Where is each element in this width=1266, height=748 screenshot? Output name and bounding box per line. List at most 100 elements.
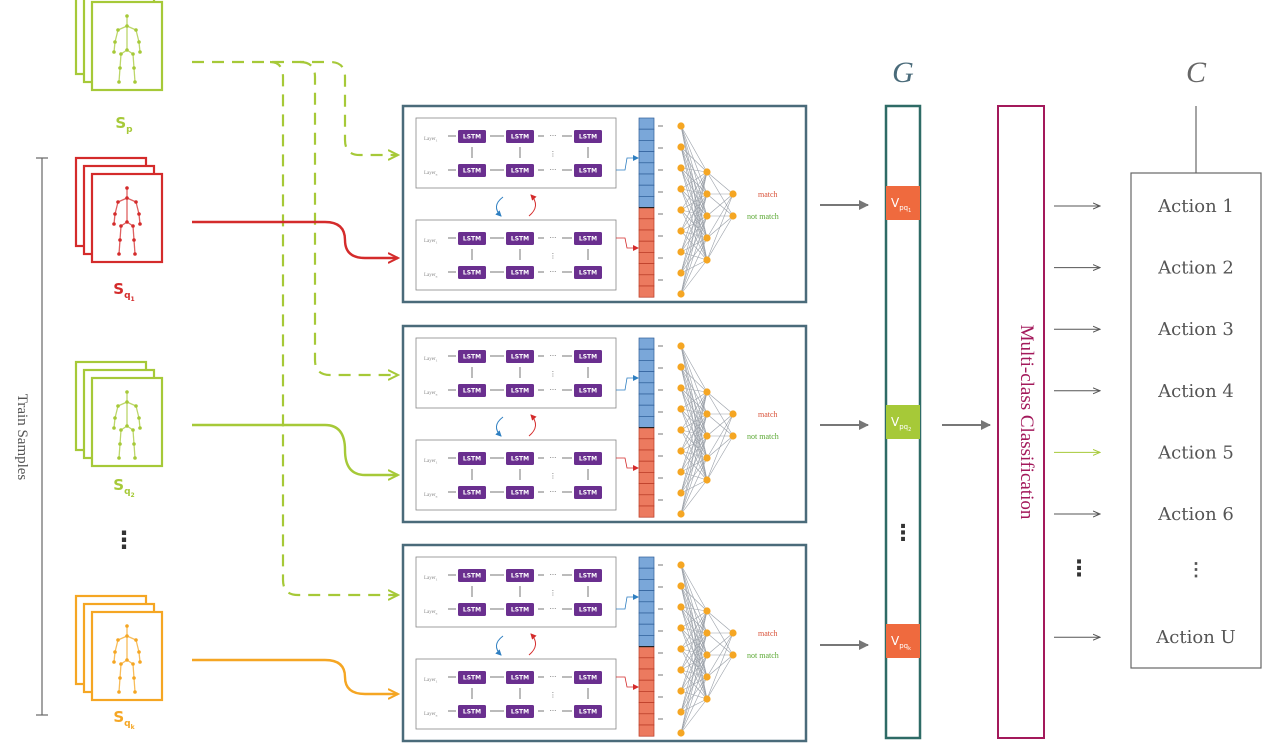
classifier-label: Multi-class Classification (1016, 325, 1037, 520)
stack-sp: Sp (74, 0, 164, 135)
mlp-node (677, 468, 685, 476)
lstm-cell (506, 486, 534, 499)
v-tag-k: Vpqk (886, 624, 920, 658)
classifier-to-action-arrows: ⋮ (1054, 206, 1100, 637)
lstm-cell (574, 266, 602, 279)
layer-label: Layern (424, 610, 438, 616)
vector-cell-red (638, 668, 655, 681)
lstm-cell (574, 452, 602, 465)
vector-cell-blue (638, 590, 655, 603)
svg-text:⋮: ⋮ (550, 472, 557, 480)
sqk-to-net3 (192, 658, 398, 694)
mlp-node (703, 673, 711, 681)
layer-label: Layern (424, 273, 438, 279)
vector-cell-red (638, 505, 655, 518)
mlp-node (703, 234, 711, 242)
vector-cell-blue (638, 382, 655, 395)
lstm-encoder (415, 117, 617, 189)
c-title: C (1186, 56, 1207, 89)
stack-sqk-label: Sqk (113, 708, 135, 731)
mlp-node (677, 687, 685, 695)
lstm-label: LSTM (579, 490, 597, 497)
lstm-encoder (415, 556, 617, 628)
mlp-node (729, 212, 737, 220)
mlp-node (677, 624, 685, 632)
lstm-label: LSTM (511, 456, 529, 463)
vector-cell-red (638, 285, 655, 298)
vector-cell-blue (638, 416, 655, 428)
vector-cell-red (638, 460, 655, 473)
mlp-node (703, 695, 711, 703)
mlp-node (703, 476, 711, 484)
lstm-cell (506, 452, 534, 465)
match-label: match (758, 190, 778, 199)
mlp-node (677, 227, 685, 235)
lstm-cell (574, 130, 602, 143)
mlp-node (703, 212, 711, 220)
lstm-cell (574, 232, 602, 245)
stack-sq1: Sq1 (74, 156, 164, 303)
lstm-label: LSTM (511, 709, 529, 716)
mlp-node (677, 729, 685, 737)
lstm-encoder (415, 219, 617, 291)
svg-text:···: ··· (550, 166, 557, 174)
lstm-cell (506, 569, 534, 582)
mlp-node (703, 388, 711, 396)
action-ellipsis: ⋮ (1187, 560, 1205, 581)
not-match-label: not match (747, 651, 779, 660)
mlp-node (677, 603, 685, 611)
mlp-node (677, 426, 685, 434)
lstm-label: LSTM (463, 675, 481, 682)
lstm-label: LSTM (579, 607, 597, 614)
mlp-node (677, 185, 685, 193)
vector-cell-red (638, 427, 655, 440)
vector-cell-red (638, 240, 655, 253)
vector-cell-blue (638, 196, 655, 208)
vector-cell-red (638, 702, 655, 715)
vector-cell-blue (638, 184, 655, 197)
mlp-node (729, 651, 737, 659)
layer-label: Layern (424, 391, 438, 397)
vector-cell-blue (638, 151, 655, 164)
mlp-node (677, 290, 685, 298)
svg-text:⋮: ⋮ (550, 589, 557, 597)
vector-cell-blue (638, 556, 655, 569)
g-column: G Vpq1 Vpq2 ⋮ Vpqk (884, 56, 922, 740)
mlp-node (703, 190, 711, 198)
action-item: Action 6 (1157, 504, 1234, 525)
mlp-node (677, 708, 685, 716)
lstm-cell (458, 705, 486, 718)
lstm-label: LSTM (579, 573, 597, 580)
mlp-node (677, 645, 685, 653)
mlp-edges (680, 345, 734, 515)
lstm-label: LSTM (511, 168, 529, 175)
mlp-node (677, 582, 685, 590)
mlp-node (703, 256, 711, 264)
svg-text:⋮: ⋮ (550, 252, 557, 260)
vector-cell-blue (638, 612, 655, 625)
vector-cell-red (638, 494, 655, 507)
g-ellipsis: ⋮ (892, 521, 914, 546)
vector-cell-blue (638, 635, 655, 647)
action-item: Action 2 (1157, 258, 1234, 279)
lstm-cell (458, 266, 486, 279)
vector-cell-red (638, 679, 655, 692)
mlp-node (677, 489, 685, 497)
mlp-node (677, 384, 685, 392)
train-samples-bracket: Train Samples (14, 157, 48, 716)
layer-label: Layer1 (424, 239, 438, 245)
lstm-label: LSTM (579, 354, 597, 361)
mlp-node (703, 410, 711, 418)
vector-cell-blue (638, 162, 655, 175)
vector-cell-red (638, 657, 655, 670)
svg-text:⋮: ⋮ (550, 150, 557, 158)
vector-cell-red (638, 691, 655, 703)
svg-text:···: ··· (550, 454, 557, 462)
svg-text:···: ··· (550, 605, 557, 613)
g-title: G (892, 56, 914, 89)
lstm-cell (574, 569, 602, 582)
lstm-cell (574, 603, 602, 616)
match-label: match (758, 410, 778, 419)
